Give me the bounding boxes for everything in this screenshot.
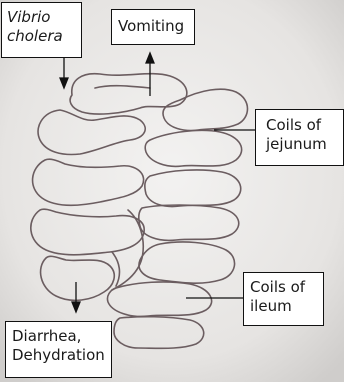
label-jejunum-line-1: Coils of	[266, 116, 343, 135]
label-pathogen-line-1: Vibrio	[7, 8, 81, 27]
label-vomiting-text: Vomiting	[118, 17, 194, 36]
label-outcome: Diarrhea, Dehydration	[5, 321, 112, 378]
label-ileum-line-2: ileum	[250, 297, 323, 316]
label-pathogen: Vibrio cholera	[1, 2, 82, 58]
label-vomiting: Vomiting	[111, 9, 195, 45]
label-outcome-line-1: Diarrhea,	[12, 327, 111, 346]
label-jejunum-line-2: jejunum	[266, 135, 343, 154]
label-outcome-line-2: Dehydration	[12, 346, 111, 365]
label-ileum-line-1: Coils of	[250, 278, 323, 297]
label-pathogen-line-2: cholera	[7, 27, 81, 46]
label-jejunum: Coils of jejunum	[255, 109, 344, 166]
label-ileum: Coils of ileum	[243, 272, 324, 326]
